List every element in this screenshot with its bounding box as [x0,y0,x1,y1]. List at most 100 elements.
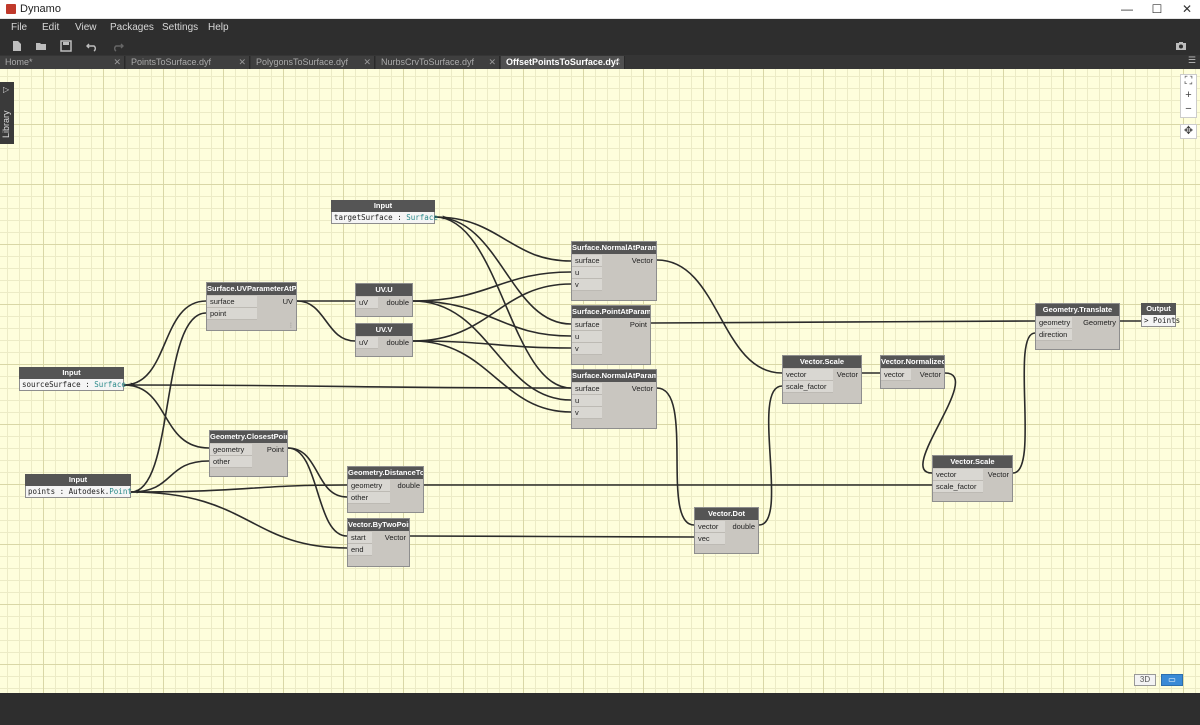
input-node-points[interactable]: Input points : Autodesk.Point > [25,474,141,498]
inport-v[interactable]: v [572,407,602,419]
node-vector-dot[interactable]: Vector.Dot vector vec double [694,507,759,554]
inport-end[interactable]: end [348,544,372,556]
outport-point[interactable]: Point [629,320,647,329]
close-button[interactable]: ✕ [1181,2,1193,16]
outport-point[interactable]: Point [266,445,284,454]
inport-u[interactable]: u [572,395,602,407]
maximize-button[interactable]: ☐ [1151,2,1163,16]
menu-settings[interactable]: Settings [162,22,199,33]
inport-point[interactable]: point [207,308,257,320]
camera-icon[interactable] [1175,40,1187,52]
inport-start[interactable]: start [348,532,372,544]
close-icon[interactable]: ✕ [113,57,121,67]
outport-vector[interactable]: Vector [631,384,653,393]
inport-surface[interactable]: surface [572,319,602,331]
node-vector-scale-bottom[interactable]: Vector.Scale vector scale_factor Vector [932,455,1013,502]
tab-offset-points-to-surface[interactable]: OffsetPointsToSurface.dyf ✕ [501,56,625,69]
zoom-out-icon[interactable]: − [1185,103,1192,115]
node-geometry-translate[interactable]: Geometry.Translate geometry direction Ge… [1035,303,1120,350]
inport-surface[interactable]: surface [572,255,602,267]
menu-packages[interactable]: Packages [110,22,154,33]
outport-vector[interactable]: Vector [836,370,858,379]
library-panel-toggle[interactable]: ▷ Library [0,82,14,144]
node-vector-normalized[interactable]: Vector.Normalized vector Vector [880,355,945,389]
outport-uv[interactable]: UV [282,297,293,306]
close-icon[interactable]: ✕ [238,57,246,67]
node-normal-at-parameter-top[interactable]: Surface.NormalAtParameter surface u v Ve… [571,241,657,301]
tab-home[interactable]: Home* ✕ [0,56,125,69]
inport-other[interactable]: other [348,492,390,504]
menu-help[interactable]: Help [208,22,229,33]
undo-icon[interactable] [86,40,98,52]
menu-view[interactable]: View [75,22,97,33]
inport-v[interactable]: v [572,343,602,355]
inport-direction[interactable]: direction [1036,329,1072,341]
inport-vector[interactable]: vector [695,521,725,533]
tab-points-to-surface[interactable]: PointsToSurface.dyf ✕ [126,56,250,69]
minimize-button[interactable]: — [1121,2,1133,16]
node-by-two-points[interactable]: Vector.ByTwoPoints start end Vector [347,518,410,567]
zoom-fit-icon[interactable]: ⛶ [1184,75,1193,87]
inport-uv[interactable]: uV [356,337,378,349]
node-title: Input [331,200,435,212]
outport-vector[interactable]: Vector [384,533,406,542]
node-distance-to[interactable]: Geometry.DistanceTo geometry other doubl… [347,466,424,513]
outport-double[interactable]: double [386,298,409,307]
pan-icon[interactable]: ✥ [1180,124,1197,139]
inport-vector[interactable]: vector [881,369,911,381]
inport-u[interactable]: u [572,331,602,343]
outport-double[interactable]: double [397,481,420,490]
inport-other[interactable]: other [210,456,252,468]
tab-polygons-to-surface[interactable]: PolygonsToSurface.dyf ✕ [251,56,375,69]
inport-geometry[interactable]: geometry [210,444,252,456]
inport-surface[interactable]: surface [572,383,602,395]
inport-geometry[interactable]: geometry [1036,317,1072,329]
close-icon[interactable]: ✕ [363,57,371,67]
menu-file[interactable]: File [11,22,28,33]
inport-scale-factor[interactable]: scale_factor [783,381,833,393]
open-file-icon[interactable] [35,40,47,52]
output-node-points[interactable]: Output > Points [1141,303,1180,327]
input-code[interactable]: points : Autodesk.Point > [25,486,141,498]
inport-vec[interactable]: vec [695,533,725,545]
inport-uv[interactable]: uV [356,297,378,309]
inport-vector[interactable]: vector [933,469,983,481]
input-node-target-surface[interactable]: Input targetSurface : Surface > [331,200,447,224]
redo-icon[interactable] [112,40,124,52]
node-title: Geometry.Translate [1036,304,1119,316]
new-file-icon[interactable] [11,40,23,52]
graph-canvas[interactable]: ▷ Library ⛶ + − ✥ Input targetSurface : … [0,69,1200,693]
inport-v[interactable]: v [572,279,602,291]
node-vector-scale-top[interactable]: Vector.Scale vector scale_factor Vector [782,355,862,404]
input-node-source-surface[interactable]: Input sourceSurface : Surface > [19,367,135,391]
tab-nurbs-crv-to-surface[interactable]: NurbsCrvToSurface.dyf ✕ [376,56,500,69]
node-uv-v[interactable]: UV.V uV double [355,323,413,357]
inport-geometry[interactable]: geometry [348,480,390,492]
outport-double[interactable]: double [732,522,755,531]
output-code[interactable]: > Points [1141,315,1180,327]
node-normal-at-parameter-bottom[interactable]: Surface.NormalAtParameter surface u v Ve… [571,369,657,429]
inport-vector[interactable]: vector [783,369,833,381]
node-point-at-parameter[interactable]: Surface.PointAtParameter surface u v Poi… [571,305,651,365]
outport-vector[interactable]: Vector [987,470,1009,479]
outport-vector[interactable]: Vector [919,370,941,379]
close-icon[interactable]: ✕ [488,57,496,67]
input-code[interactable]: targetSurface : Surface > [331,212,447,224]
close-icon[interactable]: ✕ [613,57,621,67]
input-code[interactable]: sourceSurface : Surface > [19,379,135,391]
save-icon[interactable] [60,40,72,52]
zoom-in-icon[interactable]: + [1185,89,1192,101]
inport-scale-factor[interactable]: scale_factor [933,481,983,493]
node-uv-parameter-at-point[interactable]: Surface.UVParameterAtPoint surface point… [206,282,297,331]
node-closest-point-to[interactable]: Geometry.ClosestPointTo geometry other P… [209,430,288,477]
inport-surface[interactable]: surface [207,296,257,308]
inport-u[interactable]: u [572,267,602,279]
tab-menu-icon[interactable]: ☰ [1187,55,1196,65]
outport-double[interactable]: double [386,338,409,347]
geometry-view-toggle[interactable]: 3D [1134,674,1156,686]
node-uv-u[interactable]: UV.U uV double [355,283,413,317]
graph-view-toggle[interactable]: ▭ [1161,674,1183,686]
outport-vector[interactable]: Vector [631,256,653,265]
outport-geometry[interactable]: Geometry [1083,318,1116,327]
menu-edit[interactable]: Edit [42,22,60,33]
